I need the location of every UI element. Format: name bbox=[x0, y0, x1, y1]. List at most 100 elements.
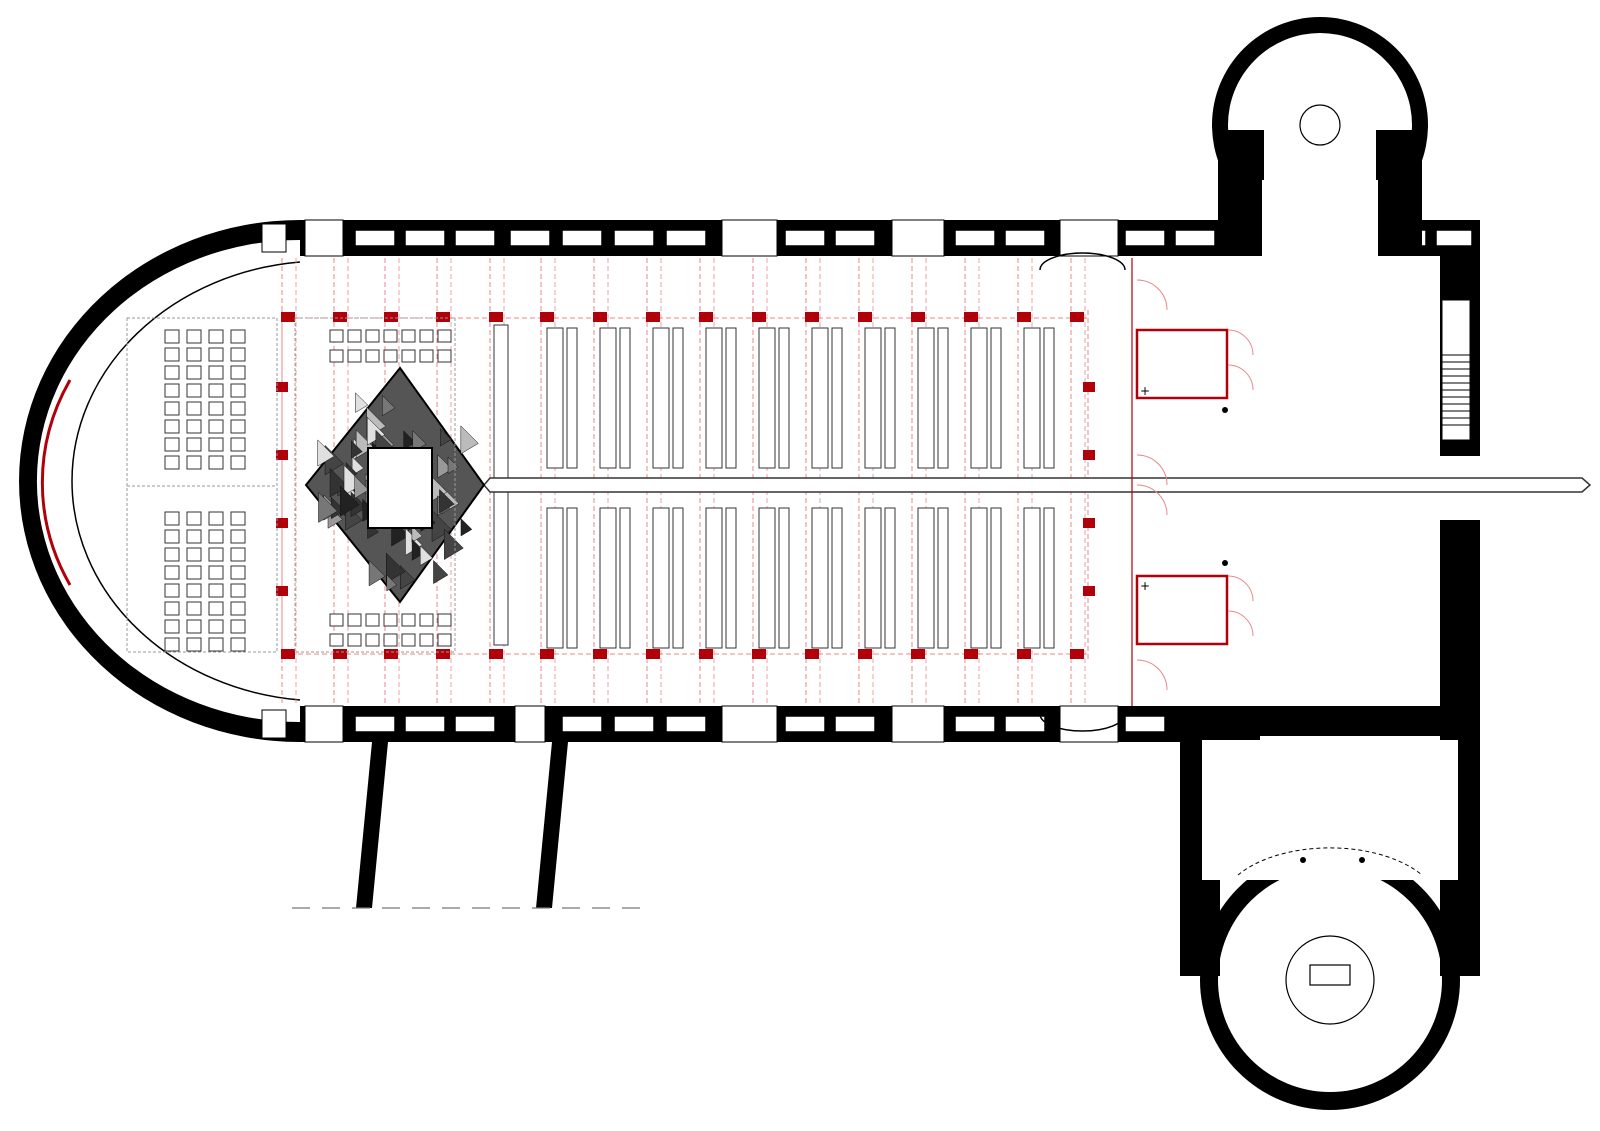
column-marker bbox=[281, 312, 295, 322]
apse-red-arc bbox=[40, 379, 72, 586]
column-marker bbox=[384, 312, 398, 322]
column-marker bbox=[276, 586, 288, 596]
chair bbox=[230, 455, 246, 470]
chair bbox=[164, 437, 180, 452]
facet bbox=[351, 440, 363, 459]
chair bbox=[164, 419, 180, 434]
chair bbox=[164, 329, 180, 344]
chair bbox=[164, 547, 180, 562]
pew bbox=[705, 507, 723, 649]
pew bbox=[1023, 327, 1041, 469]
chair bbox=[186, 583, 202, 598]
column-marker bbox=[752, 312, 766, 322]
pew-kneeler bbox=[831, 327, 843, 469]
chair bbox=[419, 349, 434, 363]
column-marker bbox=[489, 649, 503, 659]
chair bbox=[164, 455, 180, 470]
chair bbox=[329, 329, 344, 343]
chair bbox=[208, 455, 224, 470]
chair bbox=[230, 347, 246, 362]
chair bbox=[329, 349, 344, 363]
chair bbox=[164, 637, 180, 652]
pew-kneeler bbox=[1043, 507, 1055, 649]
facet bbox=[351, 456, 365, 476]
facet bbox=[354, 475, 370, 499]
chair bbox=[383, 613, 398, 627]
chair bbox=[365, 329, 380, 343]
chair bbox=[164, 529, 180, 544]
column-marker bbox=[1083, 382, 1095, 392]
apse-inner-line bbox=[71, 261, 301, 701]
column-marker bbox=[911, 312, 925, 322]
pew bbox=[917, 327, 935, 469]
pew bbox=[811, 327, 829, 469]
facet bbox=[386, 574, 398, 592]
pew bbox=[917, 507, 935, 649]
column-marker bbox=[752, 649, 766, 659]
pew bbox=[758, 327, 776, 469]
pew-kneeler bbox=[778, 327, 790, 469]
chair bbox=[164, 347, 180, 362]
pew bbox=[811, 507, 829, 649]
chair bbox=[383, 329, 398, 343]
chair bbox=[186, 383, 202, 398]
chair bbox=[208, 547, 224, 562]
chair bbox=[186, 565, 202, 580]
chair bbox=[164, 401, 180, 416]
column-marker bbox=[276, 518, 288, 528]
chair bbox=[347, 613, 362, 627]
south-openings bbox=[304, 705, 1119, 743]
column-marker bbox=[281, 649, 295, 659]
facet bbox=[343, 464, 364, 496]
pew-kneeler bbox=[566, 507, 578, 649]
column-marker bbox=[1017, 649, 1031, 659]
chair bbox=[230, 637, 246, 652]
pew-kneeler bbox=[778, 507, 790, 649]
facet bbox=[329, 467, 349, 498]
facet bbox=[368, 559, 386, 587]
svg-text:+: + bbox=[1140, 579, 1150, 593]
chair bbox=[164, 619, 180, 634]
chair bbox=[230, 619, 246, 634]
staircase bbox=[1441, 299, 1471, 441]
facet bbox=[460, 517, 473, 537]
column-marker bbox=[1017, 312, 1031, 322]
column-marker bbox=[699, 312, 713, 322]
chair bbox=[208, 637, 224, 652]
pew bbox=[599, 507, 617, 649]
chair bbox=[347, 349, 362, 363]
chair bbox=[186, 437, 202, 452]
chair bbox=[186, 529, 202, 544]
column-marker bbox=[805, 312, 819, 322]
chair bbox=[164, 583, 180, 598]
chair bbox=[230, 547, 246, 562]
chair bbox=[208, 565, 224, 580]
pew-kneeler bbox=[1043, 327, 1055, 469]
chair bbox=[419, 613, 434, 627]
pew-kneeler bbox=[619, 507, 631, 649]
chair bbox=[419, 633, 434, 647]
facet bbox=[340, 485, 360, 517]
chair bbox=[329, 633, 344, 647]
column-marker bbox=[1083, 586, 1095, 596]
column-marker bbox=[1070, 649, 1084, 659]
chair bbox=[419, 329, 434, 343]
aisle-outline bbox=[126, 317, 456, 653]
pew-kneeler bbox=[937, 327, 949, 469]
chair bbox=[437, 633, 452, 647]
pew bbox=[652, 327, 670, 469]
chair bbox=[230, 383, 246, 398]
column-marker bbox=[964, 649, 978, 659]
facet bbox=[437, 454, 453, 479]
pew-kneeler bbox=[831, 507, 843, 649]
chair bbox=[230, 529, 246, 544]
column-marker bbox=[699, 649, 713, 659]
chair bbox=[208, 601, 224, 616]
chair bbox=[208, 437, 224, 452]
facet bbox=[411, 538, 426, 561]
pew bbox=[758, 507, 776, 649]
facet bbox=[440, 428, 452, 447]
pew-kneeler bbox=[990, 327, 1002, 469]
column-marker bbox=[593, 649, 607, 659]
chair bbox=[186, 601, 202, 616]
